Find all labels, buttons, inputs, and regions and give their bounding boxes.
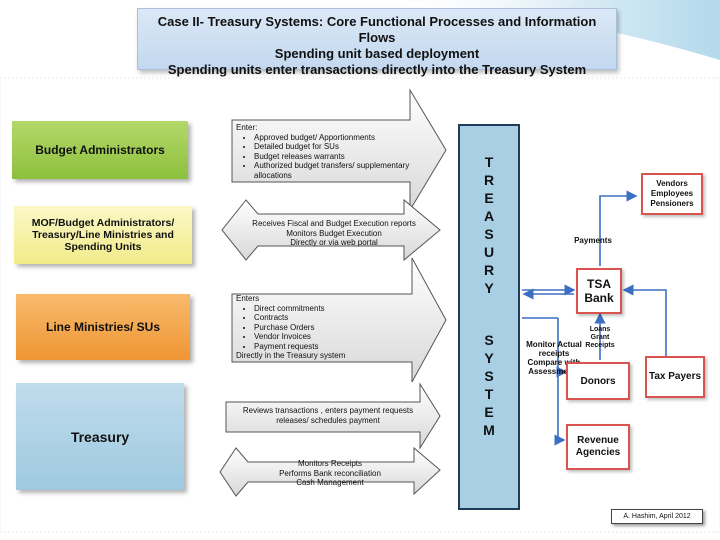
line-ministries-box: Line Ministries/ SUs [16,294,190,360]
treasury-system-bar: T R E A S U R Y S Y S T E M [458,124,520,510]
title-line-1: Case II- Treasury Systems: Core Function… [157,14,597,45]
arrow3-footer: Directly in the Treasury system [236,351,346,360]
arrow1-item: Approved budget/ Apportionments [254,133,436,143]
treasury-letter: T [484,154,494,170]
arrow3-item: Contracts [254,313,416,323]
system-letter: Y [484,350,494,366]
budget-administrators-label: Budget Administrators [35,143,165,157]
title-line-3: Spending units enter transactions direct… [167,62,587,77]
system-letter: S [484,332,494,348]
treasury-box: Treasury [16,383,184,490]
mof-budget-box: MOF/Budget Administrators/ Treasury/Line… [14,206,192,264]
mof-budget-label: MOF/Budget Administrators/ Treasury/Line… [31,217,175,253]
arrow3-item: Direct commitments [254,304,416,314]
arrow-treasury-review [225,382,441,450]
arrow-treasury-to-mof [221,198,441,262]
revenue-agencies-box: Revenue Agencies [566,424,630,470]
arrow3-item: Vendor Invoices [254,332,416,342]
arrow3-heading: Enters [236,294,260,303]
tax-payers-box: Tax Payers [645,356,705,398]
monitor-label: Monitor Actual receipts Compare with Ass… [526,340,582,376]
system-letter: S [484,368,494,384]
system-letter: E [484,404,494,420]
arrow5-line: Monitors Receipts [297,459,363,468]
arrow3-text: Enters Direct commitments Contracts Purc… [236,294,416,361]
arrow1-text: Enter: Approved budget/ Apportionments D… [236,123,436,180]
treasury-letter: A [483,208,495,224]
tsa-bank-box: TSA Bank [576,268,622,314]
arrow3-item: Payment requests [254,342,416,352]
line-ministries-label: Line Ministries/ SUs [45,320,161,334]
arrow5-line: Cash Management [296,478,364,487]
arrow4-text: Reviews transactions , enters payment re… [232,406,424,425]
arrow1-item: Authorized budget transfers/ supplementa… [254,161,436,180]
loans-grant-label: Loans Grant Receipts [585,326,615,349]
donors-label: Donors [580,375,616,387]
arrow3-item: Purchase Orders [254,323,416,333]
arrow1-item: Budget releases warrants [254,152,436,162]
revenue-agencies-label: Revenue Agencies [575,435,621,458]
treasury-letter: E [484,190,494,206]
arrow5-line: Performs Bank reconciliation [279,468,381,478]
arrow2-line: Monitors Budget Execution [286,228,382,238]
system-letter: T [484,386,494,402]
arrow1-heading: Enter: [236,123,258,132]
arrow1-item: Detailed budget for SUs [254,142,436,152]
tsa-bank-label: TSA Bank [584,277,614,305]
treasury-label: Treasury [70,428,130,445]
system-letter: M [483,422,495,438]
arrow2-text: Receives Fiscal and Budget Execution rep… [240,219,428,248]
arrow4-line: Reviews transactions , enters payment re… [242,406,414,415]
author-credit: A. Hashim, April 2012 [611,509,703,524]
tax-payers-label: Tax Payers [648,371,702,382]
title-line-2: Spending unit based deployment [274,46,480,61]
arrow-lineministries-to-treasury [231,257,447,383]
arrow2-line: Receives Fiscal and Budget Execution rep… [252,219,416,228]
budget-administrators-box: Budget Administrators [12,121,188,179]
treasury-letter: U [483,244,495,260]
donors-box: Donors [566,362,630,400]
treasury-letter: R [483,262,495,278]
arrow-treasury-monitor [219,446,441,497]
arrow4-line: releases/ schedules payment [276,415,380,425]
vendors-box: Vendors Employees Pensioners [641,173,703,215]
arrow5-text: Monitors Receipts Performs Bank reconcil… [250,459,410,488]
treasury-letter: Y [484,280,494,296]
title-box: Case II- Treasury Systems: Core Function… [137,8,617,77]
arrow-budget-to-treasury [231,88,447,212]
treasury-letter: R [483,172,495,188]
treasury-letter: S [484,226,494,242]
arrow2-line: Directly or via web portal [290,238,378,247]
vendors-label: Vendors Employees Pensioners [650,179,694,208]
payments-label: Payments [574,236,612,245]
